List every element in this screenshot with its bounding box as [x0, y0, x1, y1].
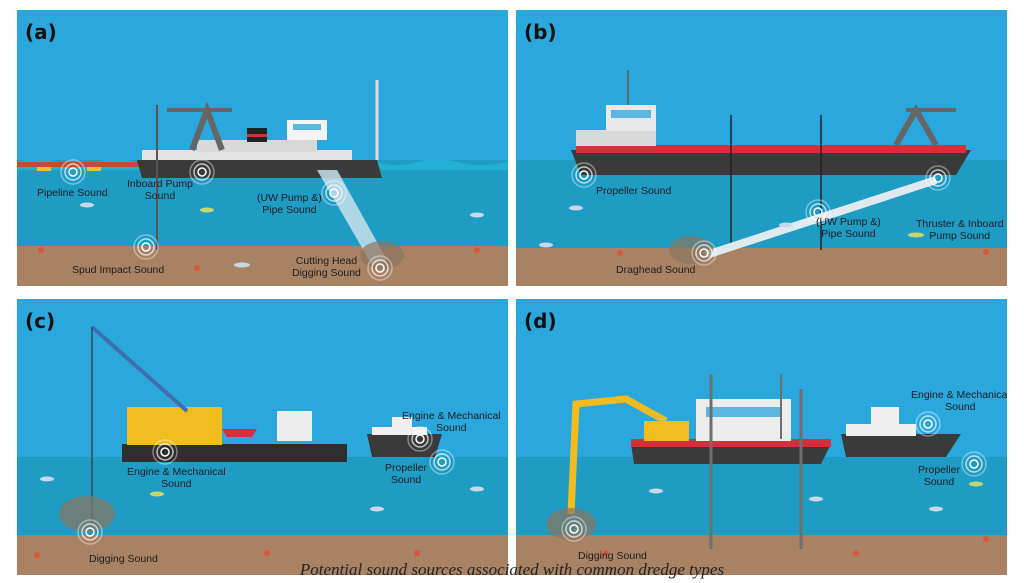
label-draghead-sound: Draghead Sound [616, 264, 696, 276]
cutter-ladder [317, 170, 387, 265]
panel-d: (d) Engine & Mechanical Sound Propeller … [516, 299, 1007, 575]
label-uw-pipe-sound: (UW Pump &) Pipe Sound [816, 216, 881, 240]
panel-c-illustration [17, 299, 508, 575]
cutter-dredge-hull [137, 160, 382, 178]
sound-icons [77, 426, 455, 545]
sound-icons [571, 162, 951, 266]
panel-tag-d: (d) [524, 309, 557, 333]
label-cutting-head-sound: Cutting Head Digging Sound [292, 255, 361, 279]
sediment-plume [59, 496, 115, 532]
hopper-dredge-hull [571, 150, 971, 175]
crane-boom [90, 325, 189, 413]
excavator-barge [631, 444, 831, 464]
label-engine-mechanical-sound: Engine & Mechanical Sound [911, 389, 1007, 413]
excavator [644, 421, 689, 441]
seabed [17, 246, 508, 286]
floating-pipeline [17, 162, 167, 167]
label-digging-sound: Digging Sound [578, 550, 647, 562]
label-propeller-sound: Propeller Sound [596, 185, 672, 197]
panel-tag-a: (a) [25, 20, 57, 44]
label-thruster-pump-sound: Thruster & Inboard Pump Sound [916, 218, 1004, 242]
label-engine-mechanical-sound: Engine & Mechanical Sound [127, 466, 226, 490]
panel-d-illustration [516, 299, 1007, 575]
label-tug-engine-sound: Engine & Mechanical Sound [402, 410, 501, 434]
crane-cab [127, 407, 222, 445]
label-propeller-sound: Propeller Sound [385, 462, 428, 486]
excavator-arm [567, 395, 668, 515]
figure-caption: Potential sound sources associated with … [299, 560, 725, 579]
label-digging-sound: Digging Sound [89, 553, 158, 565]
panel-b-illustration [516, 10, 1007, 286]
label-uw-pipe-sound: (UW Pump &) Pipe Sound [257, 192, 322, 216]
sound-icons [561, 411, 987, 542]
label-pipeline-sound: Pipeline Sound [37, 187, 108, 199]
tug-boat [841, 434, 961, 457]
panel-a-illustration [17, 10, 508, 286]
panel-a: (a) Pipeline Sound Inboard Pump Sound (U… [17, 10, 508, 286]
label-spud-impact-sound: Spud Impact Sound [72, 264, 165, 276]
panel-b: (b) Propeller Sound Thruster & Inboard P… [516, 10, 1007, 286]
label-propeller-sound: Propeller Sound [918, 464, 961, 488]
panel-c: (c) Engine & Mechanical Sound Engine & M… [17, 299, 508, 575]
label-inboard-pump-sound: Inboard Pump Sound [127, 178, 193, 202]
drag-arm [704, 176, 938, 259]
crane-barge [122, 444, 347, 462]
panel-tag-b: (b) [524, 20, 557, 44]
sound-icons [60, 159, 393, 281]
panel-tag-c: (c) [25, 309, 56, 333]
sediment-plume [360, 241, 404, 269]
